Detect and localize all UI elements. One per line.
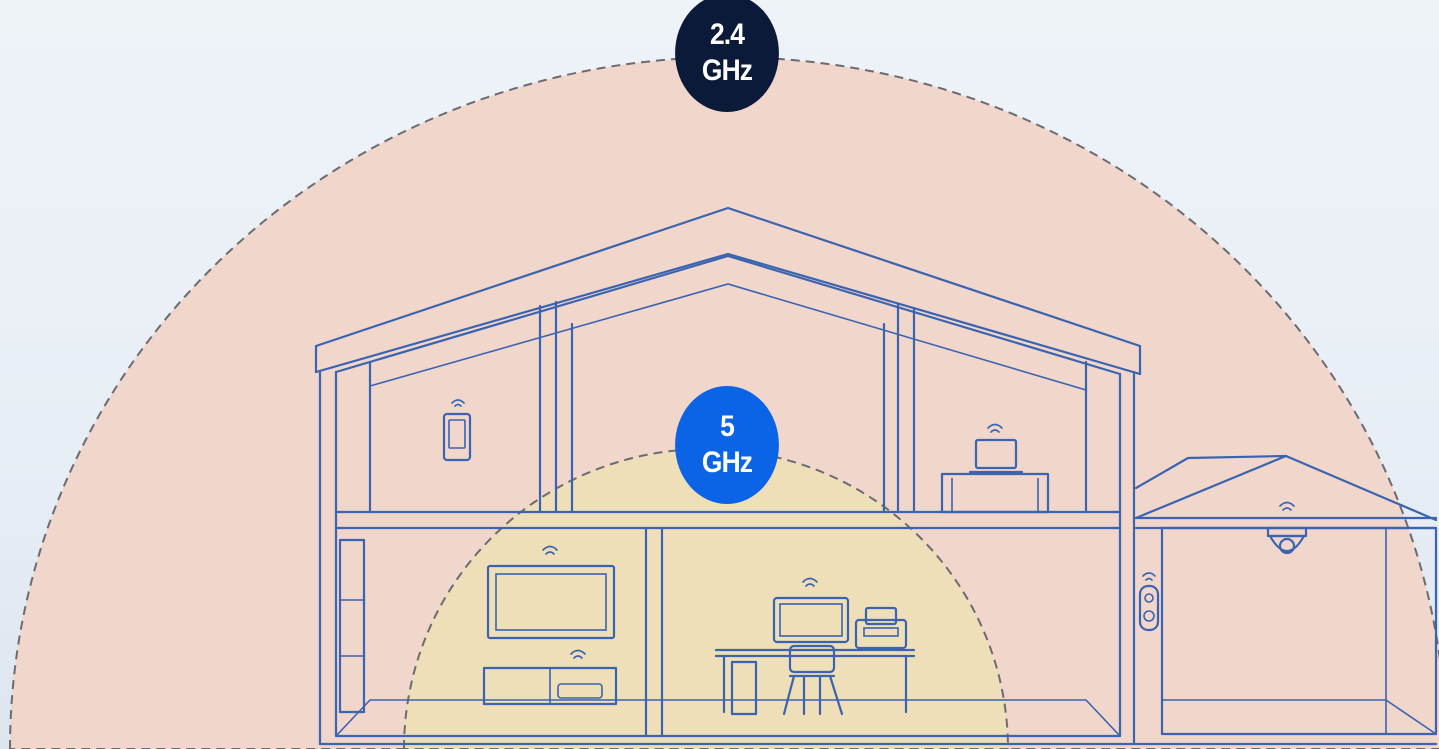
laptop-icon (940, 423, 1050, 514)
console-icon (482, 649, 618, 706)
monitor-icon (714, 577, 916, 716)
band-2-4ghz-value: 2.4 (709, 18, 745, 51)
band-5ghz-value: 5 (720, 410, 735, 443)
band-5ghz-unit: GHz (701, 446, 753, 479)
printer-icon (854, 606, 908, 650)
band-2-4ghz-badge: 2.4 GHz (675, 0, 779, 112)
house-outline (314, 206, 1438, 746)
smartphone-icon (442, 399, 472, 462)
band-5ghz-badge: 5 GHz (675, 386, 779, 504)
range-5ghz-area (402, 448, 1010, 749)
doorbell-icon (1138, 572, 1160, 632)
security-camera-icon (1266, 501, 1308, 555)
garage-outline (1134, 454, 1438, 736)
tv-icon (486, 545, 616, 640)
band-2-4ghz-unit: GHz (701, 54, 753, 87)
